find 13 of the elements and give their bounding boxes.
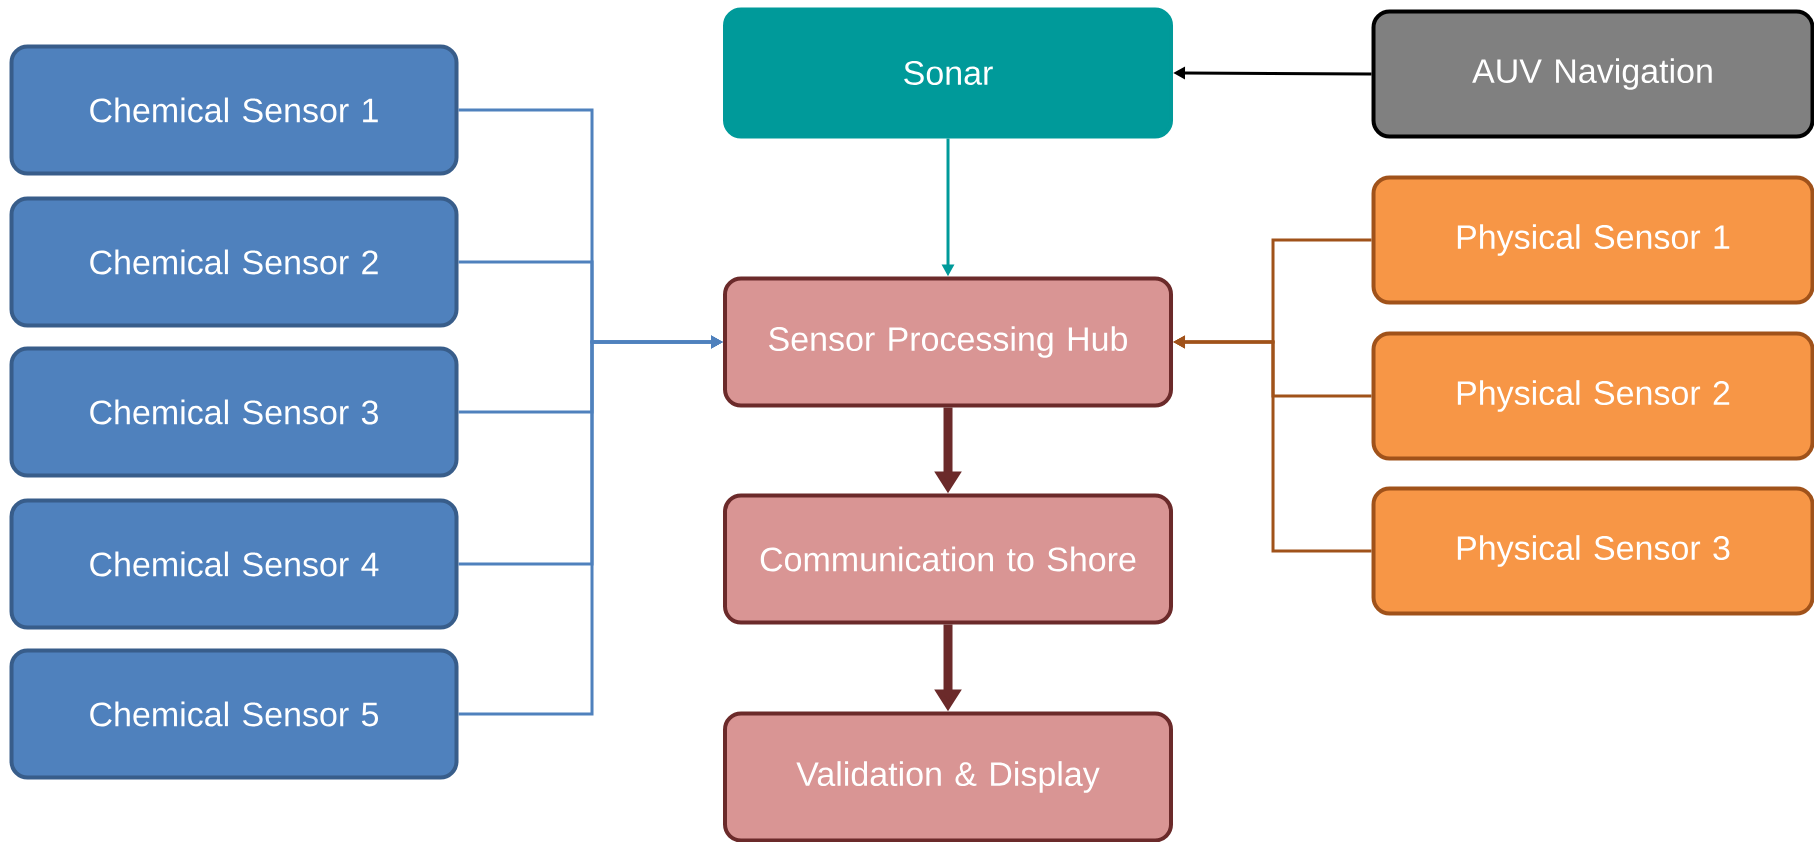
sensor-box: Physical Sensor 2 bbox=[1371, 331, 1814, 461]
sensor-box: Chemical Sensor 3 bbox=[9, 346, 459, 478]
navigation-box: AUV Navigation bbox=[1371, 9, 1814, 139]
sonar-box: Sonar bbox=[723, 7, 1173, 139]
process-box: Sensor Processing Hub bbox=[723, 276, 1173, 408]
sensor-box: Physical Sensor 1 bbox=[1371, 175, 1814, 305]
sensor-box: Chemical Sensor 5 bbox=[9, 648, 459, 780]
sensor-box: Physical Sensor 3 bbox=[1371, 486, 1814, 616]
process-box: Communication to Shore bbox=[723, 493, 1173, 625]
sensor-box: Chemical Sensor 1 bbox=[9, 44, 459, 176]
sensor-box: Chemical Sensor 2 bbox=[9, 196, 459, 328]
process-box: Validation & Display bbox=[723, 711, 1173, 842]
sensor-box: Chemical Sensor 4 bbox=[9, 498, 459, 630]
